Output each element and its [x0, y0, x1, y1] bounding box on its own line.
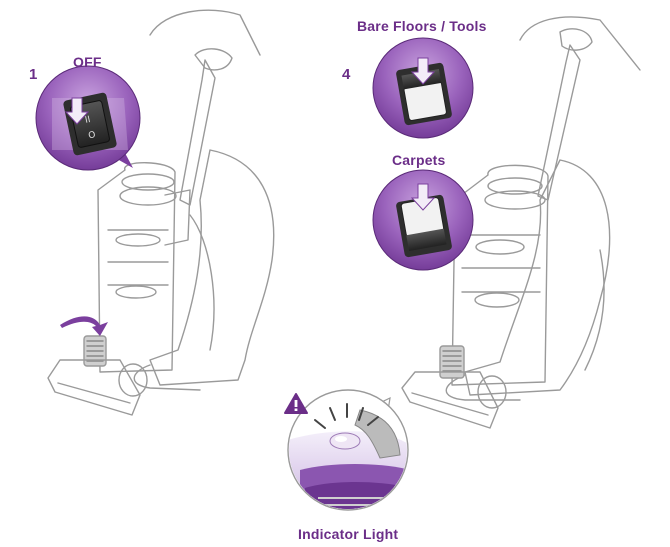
handle-left [179, 59, 216, 206]
body-left [97, 162, 176, 373]
arm-left [149, 9, 261, 56]
label-off: OFF [73, 54, 102, 70]
vacuum-left [47, 9, 275, 416]
label-bare-floors-tools: Bare Floors / Tools [357, 18, 487, 34]
switch-callout-bare-floors [372, 37, 474, 139]
legs-left [149, 149, 275, 386]
svg-text:II: II [84, 115, 91, 126]
label-indicator-light: Indicator Light [298, 526, 399, 542]
legs-right [464, 159, 611, 396]
switch-callout-carpets [372, 169, 474, 271]
step-number-1: 1 [29, 66, 38, 83]
svg-text:O: O [88, 130, 97, 141]
arm-right [519, 16, 641, 71]
step-number-4: 4 [342, 66, 351, 83]
warning-icon [284, 393, 308, 414]
floor-head-right [401, 371, 499, 429]
arrow-left [60, 316, 108, 336]
switch-callout-off: II O [35, 65, 141, 171]
light-rays [314, 403, 379, 429]
handle-right [537, 44, 581, 201]
indicator-callout [287, 389, 409, 511]
vacuum-right [401, 16, 641, 429]
label-carpets: Carpets [392, 152, 446, 168]
body-right [451, 164, 549, 386]
floor-head-left [47, 359, 141, 416]
